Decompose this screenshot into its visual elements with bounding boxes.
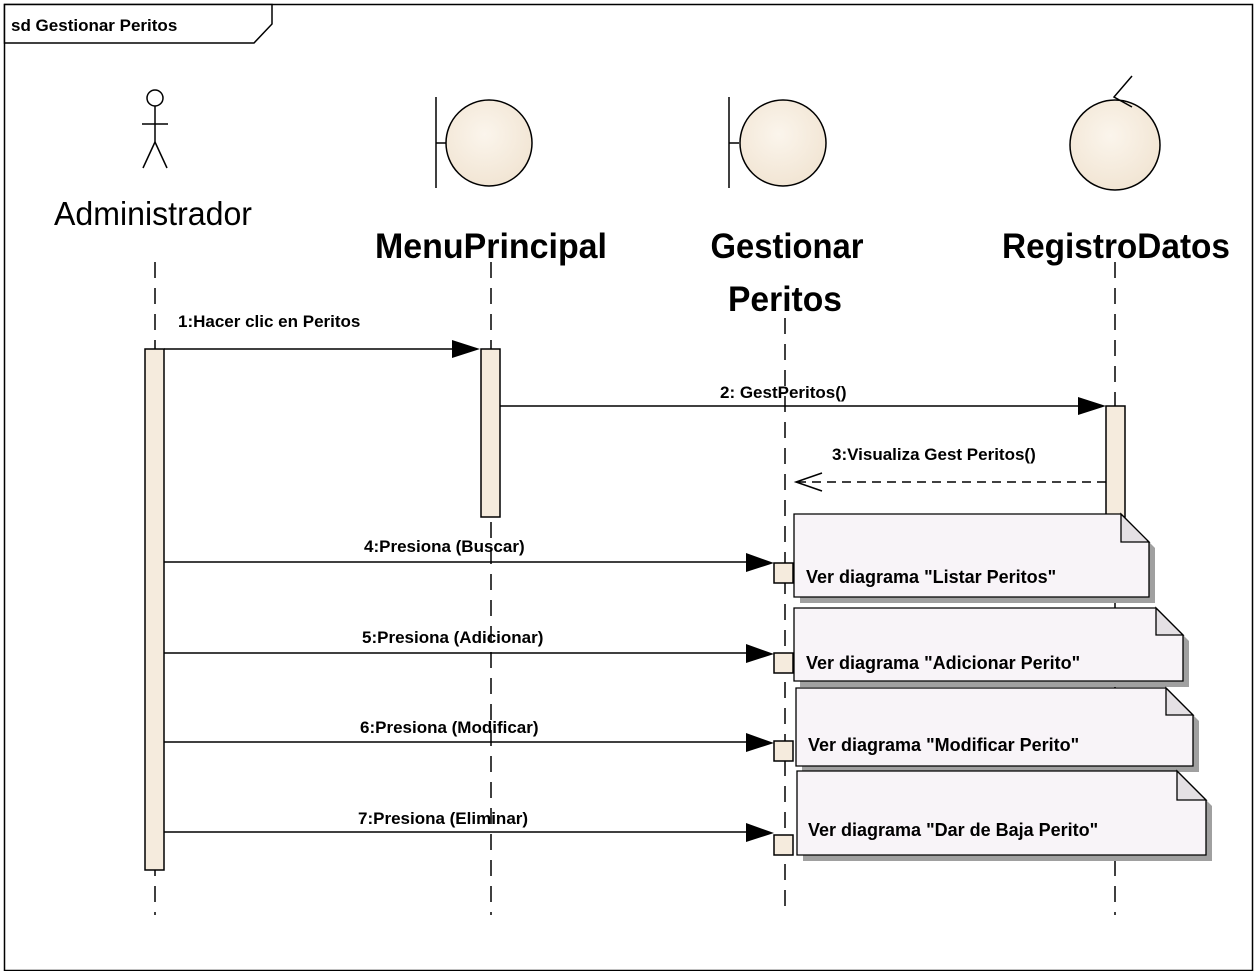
note-fold-icon xyxy=(1165,686,1195,716)
message-2[interactable]: 2: GestPeritos() xyxy=(500,383,1106,415)
actor-label: Administrador xyxy=(54,195,252,232)
arrowhead-icon xyxy=(746,823,774,842)
frame-title-tab xyxy=(3,3,273,44)
arrowhead-icon xyxy=(746,733,774,752)
message-5[interactable]: 5:Presiona (Adicionar) xyxy=(164,628,774,663)
arrowhead-icon xyxy=(746,553,774,572)
message-3[interactable]: 3:Visualiza Gest Peritos() xyxy=(793,445,1106,492)
message-4[interactable]: 4:Presiona (Buscar) xyxy=(164,537,774,572)
note-dar-de-baja-perito[interactable]: Ver diagrama "Dar de Baja Perito" xyxy=(796,769,1212,861)
activation-registrodatos xyxy=(1105,405,1126,518)
actor-administrador[interactable]: Administrador xyxy=(54,89,252,232)
note-fold-icon xyxy=(1155,606,1185,636)
message-label: 4:Presiona (Buscar) xyxy=(364,537,525,556)
control-icon xyxy=(1069,75,1161,191)
activation-gestionar-1 xyxy=(773,562,794,584)
message-label: 7:Presiona (Eliminar) xyxy=(358,809,528,828)
message-6[interactable]: 6:Presiona (Modificar) xyxy=(164,718,774,752)
message-label: 3:Visualiza Gest Peritos() xyxy=(832,445,1036,464)
boundary-icon xyxy=(728,97,827,188)
note-body xyxy=(796,770,1207,856)
frame-title: sd Gestionar Peritos xyxy=(11,16,177,35)
open-arrowhead-icon xyxy=(793,472,823,492)
participant-gestionar-peritos[interactable]: Gestionar Peritos xyxy=(711,97,864,319)
message-label: 2: GestPeritos() xyxy=(720,383,847,402)
activation-gestionar-2 xyxy=(773,652,794,674)
activation-gestionar-3 xyxy=(773,740,794,762)
arrowhead-icon xyxy=(452,340,480,358)
message-7[interactable]: 7:Presiona (Eliminar) xyxy=(164,809,774,842)
participant-registrodatos[interactable]: RegistroDatos xyxy=(1002,75,1230,266)
note-fold-icon xyxy=(1120,512,1151,543)
note-fold-icon xyxy=(1176,769,1208,801)
message-label: 5:Presiona (Adicionar) xyxy=(362,628,543,647)
participant-menuprincipal[interactable]: MenuPrincipal xyxy=(375,97,607,266)
note-text: Ver diagrama "Dar de Baja Perito" xyxy=(808,820,1098,840)
note-modificar-perito[interactable]: Ver diagrama "Modificar Perito" xyxy=(795,686,1199,772)
boundary-icon xyxy=(435,97,533,188)
note-text: Ver diagrama "Listar Peritos" xyxy=(806,567,1056,587)
activation-menuprincipal xyxy=(480,348,501,518)
actor-stick-figure-icon xyxy=(142,89,168,169)
note-body xyxy=(793,513,1150,598)
arrowhead-icon xyxy=(1078,397,1106,415)
note-text: Ver diagrama "Modificar Perito" xyxy=(808,735,1079,755)
message-label: 1:Hacer clic en Peritos xyxy=(178,312,360,331)
participant-label-line1: Gestionar xyxy=(711,227,864,266)
participant-label: MenuPrincipal xyxy=(375,227,607,266)
activation-gestionar-4 xyxy=(773,834,794,856)
note-text: Ver diagrama "Adicionar Perito" xyxy=(806,653,1080,673)
note-body xyxy=(795,687,1194,767)
activation-administrador xyxy=(144,348,165,871)
note-adicionar-perito[interactable]: Ver diagrama "Adicionar Perito" xyxy=(793,606,1189,687)
participant-label: RegistroDatos xyxy=(1002,227,1230,266)
note-body xyxy=(793,607,1184,682)
message-1[interactable]: 1:Hacer clic en Peritos xyxy=(164,312,480,358)
participant-label-line2: Peritos xyxy=(728,280,842,319)
note-listar-peritos[interactable]: Ver diagrama "Listar Peritos" xyxy=(793,512,1155,603)
message-label: 6:Presiona (Modificar) xyxy=(360,718,539,737)
arrowhead-icon xyxy=(746,644,774,663)
